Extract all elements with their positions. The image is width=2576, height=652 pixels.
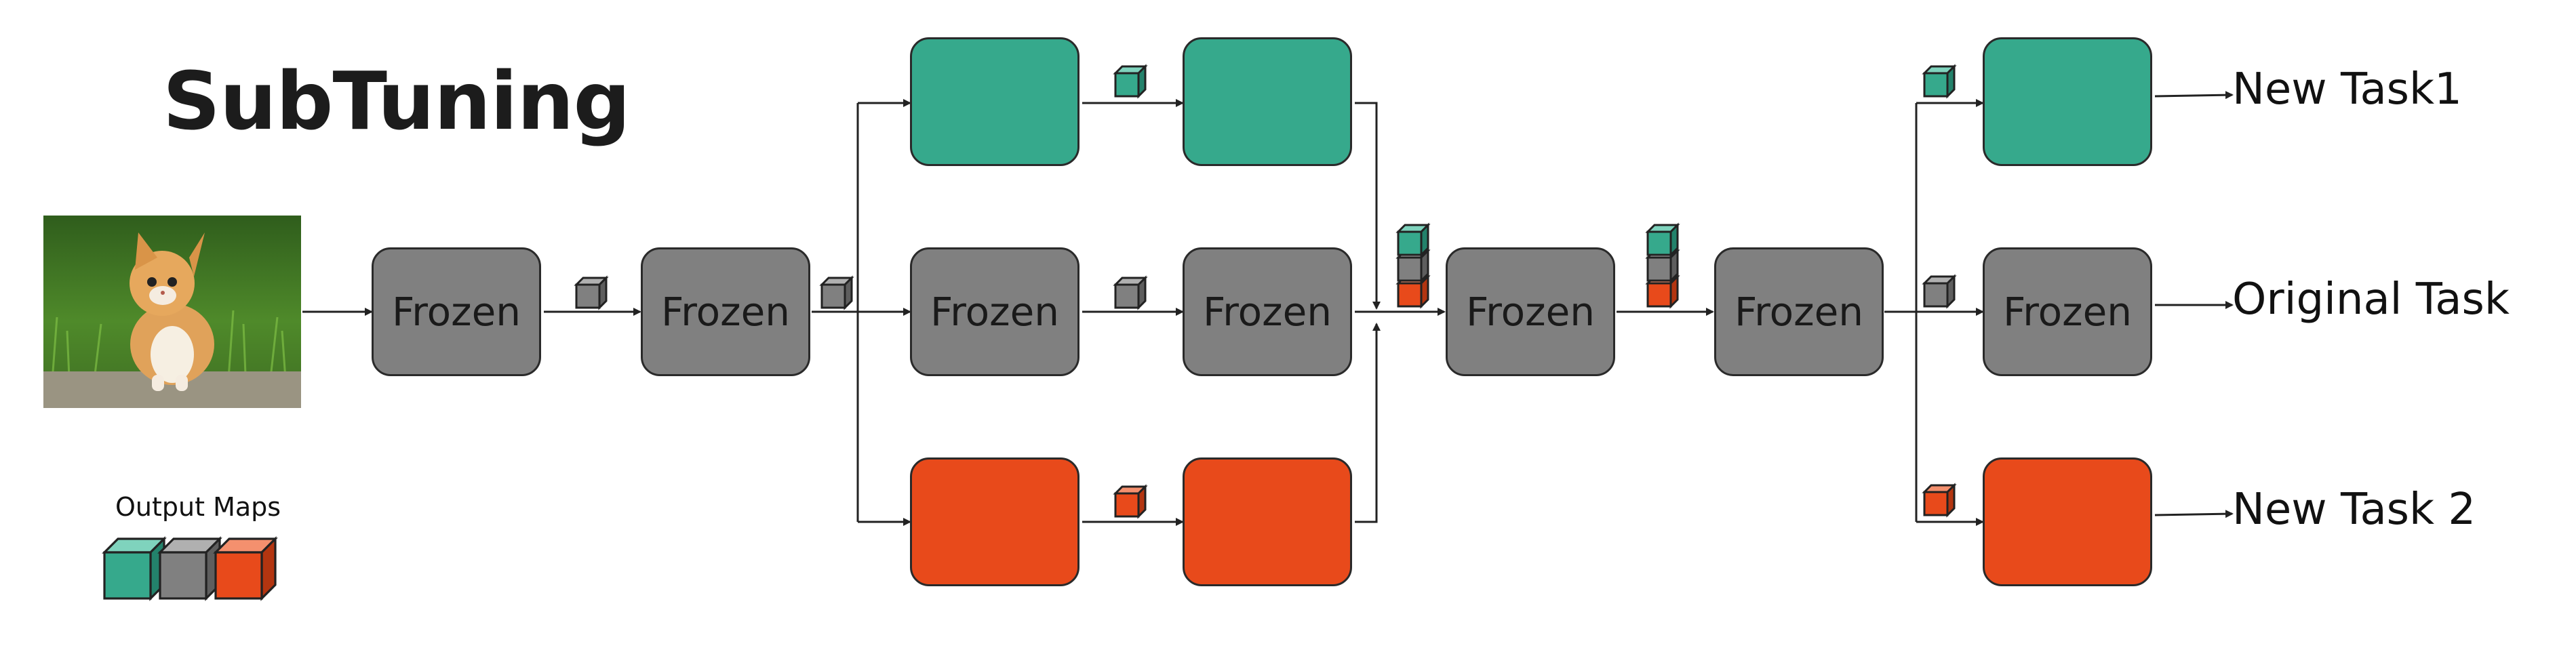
block-label: Frozen	[391, 289, 521, 335]
input-image	[43, 216, 301, 408]
block-label: Frozen	[1202, 289, 1332, 335]
diagram-title: SubTuning	[163, 54, 631, 148]
output-new-task-2: New Task 2	[2232, 485, 2476, 535]
new-task-2-block-4	[1183, 457, 1352, 586]
output-map-cube-green	[1114, 65, 1147, 98]
frozen-block-4: Frozen	[1183, 247, 1352, 376]
new-task-2-block-3	[910, 457, 1079, 586]
frozen-head-block: Frozen	[1983, 247, 2152, 376]
new-task-1-block-4	[1183, 37, 1352, 166]
output-map-cube-gray	[575, 277, 608, 309]
frozen-block-2: Frozen	[641, 247, 810, 376]
block-label: Frozen	[1734, 289, 1864, 335]
output-map-stack-after-frozen5	[1646, 224, 1679, 308]
block-label: Frozen	[930, 289, 1060, 335]
new-task-1-block-3	[910, 37, 1079, 166]
legend-title: Output Maps	[115, 492, 281, 522]
new-task-2-head-block	[1983, 457, 2152, 586]
frozen-block-6: Frozen	[1714, 247, 1884, 376]
frozen-block-1: Frozen	[372, 247, 541, 376]
block-label: Frozen	[2002, 289, 2133, 335]
merge-top	[1355, 102, 1381, 310]
output-map-cube-green	[1923, 65, 1956, 98]
block-label: Frozen	[660, 289, 791, 335]
merge-bottom	[1355, 323, 1381, 523]
legend-cubes	[102, 536, 278, 601]
output-new-task-1: New Task1	[2232, 64, 2462, 115]
output-map-cube-gray	[1923, 275, 1956, 308]
output-map-cube-red	[1923, 484, 1956, 516]
new-task-1-head-block	[1983, 37, 2152, 166]
block-label: Frozen	[1465, 289, 1596, 335]
output-map-cube-gray	[820, 277, 853, 309]
frozen-block-3: Frozen	[910, 247, 1079, 376]
output-map-cube-red	[1114, 485, 1147, 518]
output-original-task: Original Task	[2232, 274, 2510, 325]
output-map-cube-gray	[1114, 277, 1147, 309]
output-map-stack-merge	[1397, 224, 1429, 308]
frozen-block-5: Frozen	[1446, 247, 1615, 376]
